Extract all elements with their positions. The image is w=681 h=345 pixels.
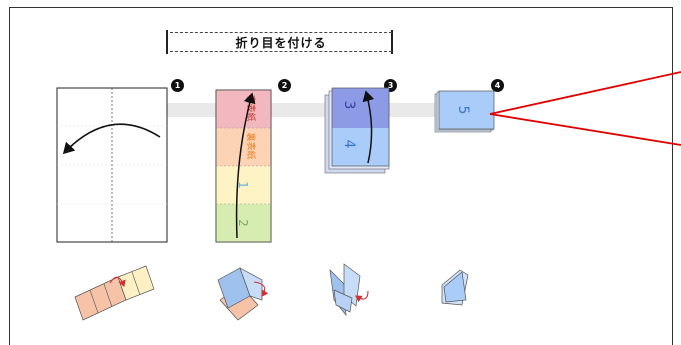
step4-booklet: 5 bbox=[434, 90, 495, 133]
panel-label-3: 3 bbox=[341, 101, 357, 110]
illustration-step4 bbox=[441, 269, 469, 306]
step1-fold-arrow bbox=[62, 123, 161, 155]
step1-sheet bbox=[56, 87, 168, 243]
callout-lines bbox=[489, 71, 681, 146]
step-number-2: 2 bbox=[278, 79, 291, 92]
bracket-right bbox=[391, 30, 396, 54]
bracket-line-top bbox=[170, 32, 392, 33]
panel-label-4: 4 bbox=[341, 140, 357, 149]
illustration-step1 bbox=[74, 265, 155, 321]
step-number-1: 1 bbox=[171, 79, 184, 92]
illustration-step2 bbox=[217, 267, 269, 321]
step2-fold-arrow bbox=[235, 92, 256, 239]
bracket-line-bottom bbox=[170, 51, 392, 52]
section-title-box: 折り目を付ける bbox=[166, 30, 396, 54]
step3-folded: 3 4 bbox=[324, 87, 390, 174]
panel-label-2: 2 bbox=[236, 219, 250, 227]
step-number-4: 4 bbox=[491, 79, 504, 92]
step3-fold-arrow bbox=[362, 90, 375, 164]
diagram-frame bbox=[9, 7, 673, 345]
panel-label-1: 1 bbox=[236, 181, 250, 189]
panel-label-back-cover: 裏表紙 bbox=[245, 132, 257, 159]
panel-label-5: 5 bbox=[455, 106, 471, 115]
section-title: 折り目を付ける bbox=[235, 36, 327, 50]
illustration-step3 bbox=[329, 263, 369, 317]
step2-strip: 表表紙 裏表紙 1 2 bbox=[215, 89, 272, 243]
bracket-left bbox=[166, 30, 171, 54]
